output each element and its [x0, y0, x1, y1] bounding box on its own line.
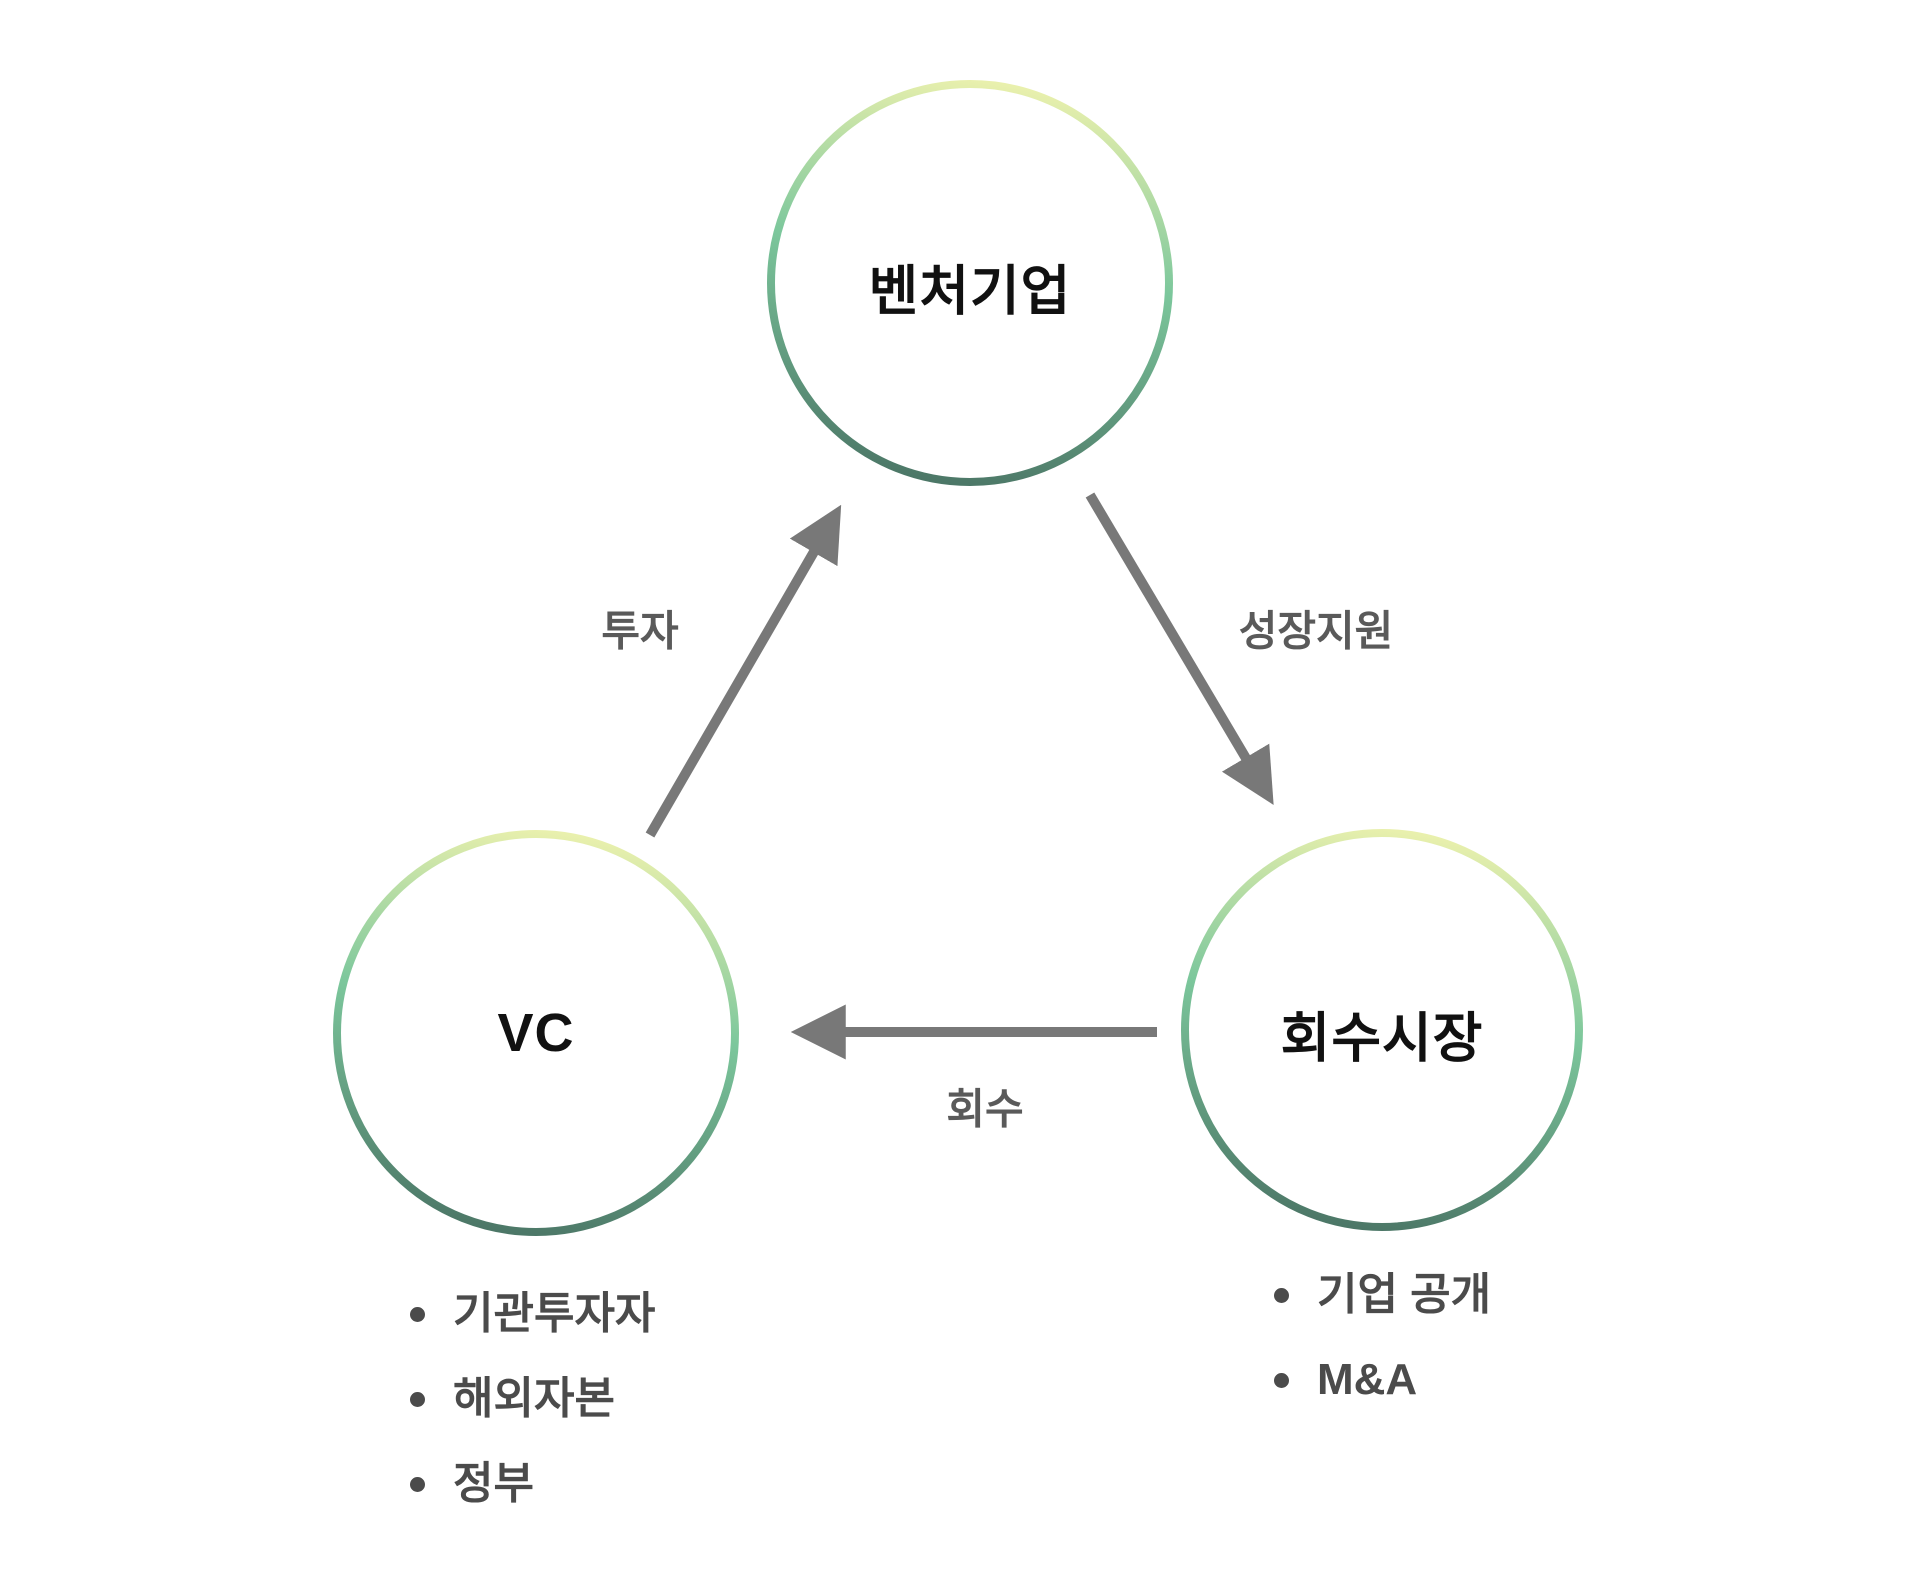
bullet-icon	[1274, 1372, 1289, 1388]
investment-arrow	[645, 504, 842, 838]
exit-market-node-circle	[1181, 829, 1583, 1231]
vc-node-circle	[333, 830, 739, 1236]
exit-market-node-label: 회수시장	[1280, 1008, 1484, 1069]
vc-source-label: 기관투자자	[453, 1289, 656, 1338]
bullet-icon	[410, 1306, 425, 1322]
vc-node-label: VC	[497, 1003, 575, 1063]
list-item: 해외자본	[410, 1376, 655, 1422]
bullet-icon	[1274, 1287, 1289, 1303]
vc-sources-list: 기관투자자 해외자본 정부	[410, 1291, 655, 1546]
exit-methods-list: 기업 공개 M&A	[1274, 1272, 1491, 1442]
bullet-icon	[410, 1391, 425, 1407]
bullet-icon	[410, 1476, 425, 1492]
growth-support-edge-label: 성장지원	[1238, 607, 1394, 655]
list-item: 기관투자자	[410, 1291, 655, 1337]
list-item: 기업 공개	[1274, 1272, 1491, 1318]
vc-source-label: 해외자본	[453, 1374, 615, 1423]
vc-source-label: 정부	[453, 1459, 534, 1508]
list-item: M&A	[1274, 1357, 1491, 1403]
exit-method-label: 기업 공개	[1317, 1270, 1492, 1319]
recovery-edge-label: 회수	[946, 1085, 1024, 1133]
growth-support-arrow	[1085, 492, 1274, 805]
list-item: 정부	[410, 1461, 655, 1507]
investment-edge-label: 투자	[601, 607, 679, 655]
venture-node-circle	[767, 80, 1173, 486]
venture-node-label: 벤처기업	[868, 261, 1072, 322]
exit-method-label: M&A	[1317, 1355, 1418, 1404]
